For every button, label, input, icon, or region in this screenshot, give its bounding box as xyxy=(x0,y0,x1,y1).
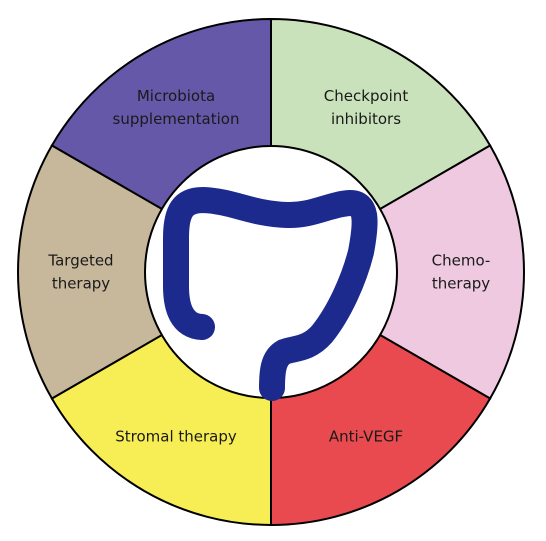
segment-label-line: Targeted xyxy=(47,252,113,270)
segment-label-line: therapy xyxy=(432,275,490,293)
segment-label-line: Stromal therapy xyxy=(115,428,237,446)
segment-label-line: therapy xyxy=(52,275,110,293)
segment-label-line: inhibitors xyxy=(331,110,401,128)
segment-label: Stromal therapy xyxy=(115,428,237,446)
segment-labels: Microbiota supplementation Checkpoint inhib… xyxy=(47,87,490,446)
segment-label: Chemo-therapy xyxy=(432,252,491,293)
segment-label: Targeted therapy xyxy=(47,252,113,293)
segment-label: Checkpoint inhibitors xyxy=(324,87,409,128)
segment-label-line: supplementation xyxy=(113,110,240,128)
segment-label-line: Anti-VEGF xyxy=(329,428,403,446)
segment-label-line: Checkpoint xyxy=(324,87,409,105)
segment-label-line: Chemo- xyxy=(432,252,491,270)
segment-label-line: Microbiota xyxy=(137,87,215,105)
segment-label: Anti-VEGF xyxy=(329,428,403,446)
colon-icon xyxy=(163,187,378,401)
segment-label: Microbiota supplementation xyxy=(113,87,240,128)
